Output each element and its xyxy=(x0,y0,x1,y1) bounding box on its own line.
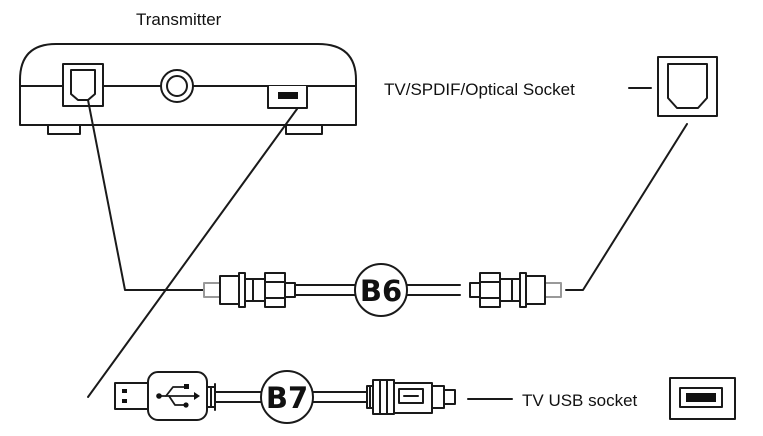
b7-label: B7 xyxy=(266,381,308,415)
optical-wire-right xyxy=(565,123,688,291)
optical-port-icon xyxy=(62,63,104,107)
usb-cable-b7 xyxy=(114,370,456,424)
transmitter-foot-left xyxy=(47,124,81,135)
usb-socket-label: TV USB socket xyxy=(522,391,638,410)
optical-plug-left xyxy=(203,272,296,308)
usb-a-plug xyxy=(114,371,216,421)
transmitter-unit xyxy=(19,43,357,135)
optical-wire-left xyxy=(87,99,204,291)
optical-socket-label: TV/SPDIF/Optical Socket xyxy=(384,80,575,99)
optical-cable-b6 xyxy=(203,263,562,317)
transmitter-foot-right xyxy=(285,124,323,135)
b6-label-circle xyxy=(354,263,408,317)
usb-symbol-icon xyxy=(156,384,200,408)
audio-jack-icon xyxy=(160,69,194,103)
tv-optical-socket-icon xyxy=(657,56,718,117)
b7-label-circle xyxy=(260,370,314,424)
b6-label: B6 xyxy=(360,274,402,308)
usb-wire xyxy=(87,108,298,398)
usb-b-plug xyxy=(366,379,456,415)
tv-usb-socket-icon xyxy=(669,377,736,420)
optical-plug-right xyxy=(469,272,562,308)
transmitter-label: Transmitter xyxy=(136,10,222,29)
usb-port-icon xyxy=(267,85,308,109)
